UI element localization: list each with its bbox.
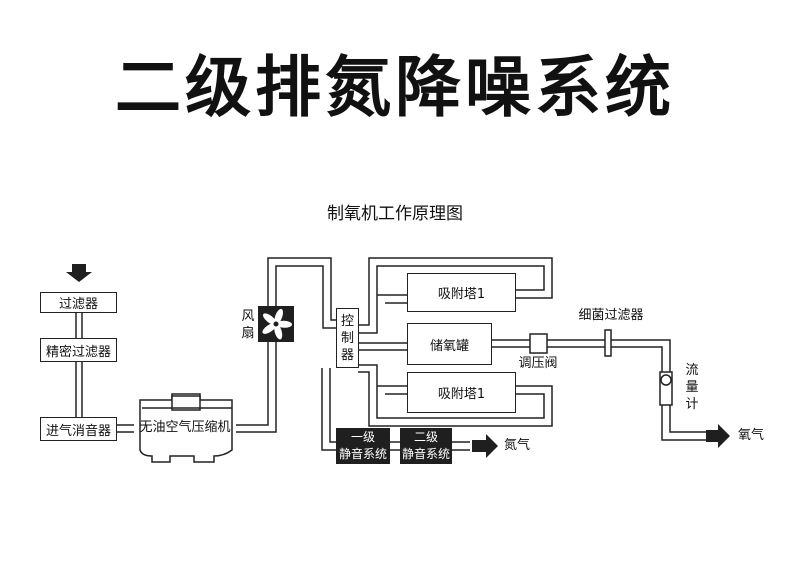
fine-filter-label: 精密过滤器 <box>45 344 111 360</box>
adsorption-tower-top: 吸附塔1 <box>407 273 516 312</box>
silencer-1-label: 静音系统 <box>338 447 387 461</box>
filter-box: 过滤器 <box>40 292 117 313</box>
filter-label: 过滤器 <box>58 297 98 312</box>
controller-char-1: 控 <box>340 313 354 329</box>
nitrogen-output-label: 氮气 <box>503 438 530 453</box>
flowmeter-body <box>659 371 673 406</box>
pipe-controller-to-silencer <box>329 368 336 443</box>
pipe-compressor-to-controller <box>236 257 336 426</box>
regulator-valve <box>529 333 548 354</box>
silencer-1-title: 一级 <box>350 430 375 444</box>
intake-muffler-box: 进气消音器 <box>40 417 117 441</box>
diagram-subtitle: 制氧机工作原理图 <box>327 204 463 224</box>
fan-label: 风 扇 <box>240 308 256 342</box>
air-inlet-arrow <box>66 264 92 282</box>
oxygen-tank-box: 储氧罐 <box>407 323 492 365</box>
compressor-label: 无油空气压缩机 <box>139 420 231 435</box>
fan-label-char-1: 风 <box>241 309 255 324</box>
flowmeter-char-3: 计 <box>685 397 699 412</box>
fan-label-char-2: 扇 <box>241 326 255 341</box>
compressor-body <box>139 393 233 463</box>
regulator-label: 调压阀 <box>518 356 558 371</box>
tower-top-label: 吸附塔1 <box>437 287 486 302</box>
tower-bottom-label: 吸附塔1 <box>437 387 486 402</box>
flowmeter-float <box>660 374 672 386</box>
controller-char-2: 制 <box>340 330 354 346</box>
nitrogen-outlet-arrow <box>472 434 498 458</box>
silencer-2-label: 静音系统 <box>401 447 450 461</box>
bacteria-filter-label: 细菌过滤器 <box>578 308 644 323</box>
pipe-regulator-to-flowmeter <box>547 339 671 372</box>
controller-char-3: 器 <box>340 347 354 363</box>
oxygen-tank-label: 储氧罐 <box>429 338 469 354</box>
page-title: 二级排氮降噪系统 <box>115 49 675 126</box>
silencer-1-box: 一级 静音系统 <box>336 428 390 464</box>
intake-muffler-label: 进气消音器 <box>45 423 111 439</box>
controller-box: 控 制 器 <box>336 308 359 368</box>
fine-filter-box: 精密过滤器 <box>40 338 117 362</box>
fan-icon <box>258 306 294 342</box>
silencer-2-title: 二级 <box>413 430 438 444</box>
silencer-2-box: 二级 静音系统 <box>400 428 452 464</box>
pipe-controller-to-tower-top <box>358 257 553 326</box>
pipe-controller-to-tower-bottom <box>358 364 545 419</box>
pipe-flowmeter-to-oxygen <box>661 405 706 441</box>
oxygen-output-label: 氧气 <box>737 428 764 443</box>
flowmeter-label: 流 量 计 <box>684 362 700 413</box>
flowmeter-char-1: 流 <box>685 363 699 378</box>
flowmeter-char-2: 量 <box>685 380 699 395</box>
oxygen-outlet-arrow <box>706 424 730 448</box>
bacteria-filter-element <box>604 329 612 357</box>
adsorption-tower-bottom: 吸附塔1 <box>407 372 516 413</box>
